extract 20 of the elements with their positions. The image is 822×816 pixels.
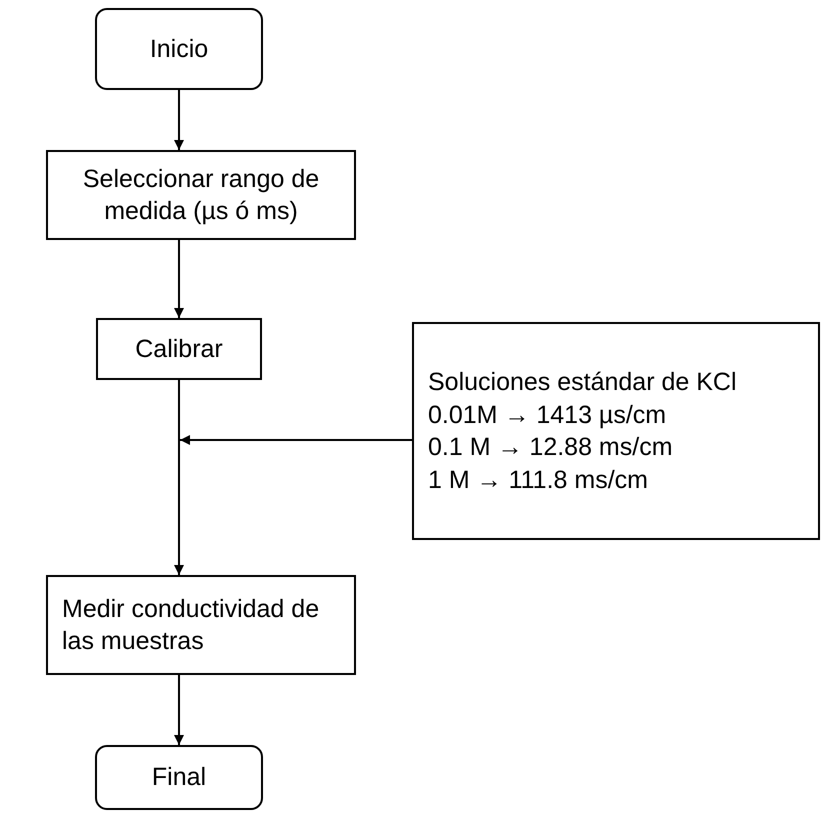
standard-value: 0.1 M → 12.88 ms/cm <box>428 432 673 463</box>
arrow <box>174 675 184 745</box>
box-label: Seleccionar rango de medida (µs ó ms) <box>82 164 320 227</box>
process-box <box>96 318 262 380</box>
note-box <box>412 322 820 540</box>
box-label: Final <box>152 762 206 794</box>
note-heading: Soluciones estándar de KCl <box>428 367 737 398</box>
terminal-box <box>95 8 263 90</box>
standard-value: 0.01M → 1413 µs/cm <box>428 400 666 430</box>
process-box <box>46 575 356 675</box>
arrow <box>180 435 412 445</box>
arrow <box>174 90 184 150</box>
arrow <box>174 380 184 575</box>
arrow <box>174 240 184 318</box>
standard-value: 1 M → 111.8 ms/cm <box>428 464 648 496</box>
box-label: Medir conductividad de las muestras <box>62 594 320 657</box>
process-box <box>46 150 356 240</box>
box-label: Calibrar <box>135 334 223 365</box>
box-label: Inicio <box>150 34 208 65</box>
terminal-box <box>95 745 263 810</box>
